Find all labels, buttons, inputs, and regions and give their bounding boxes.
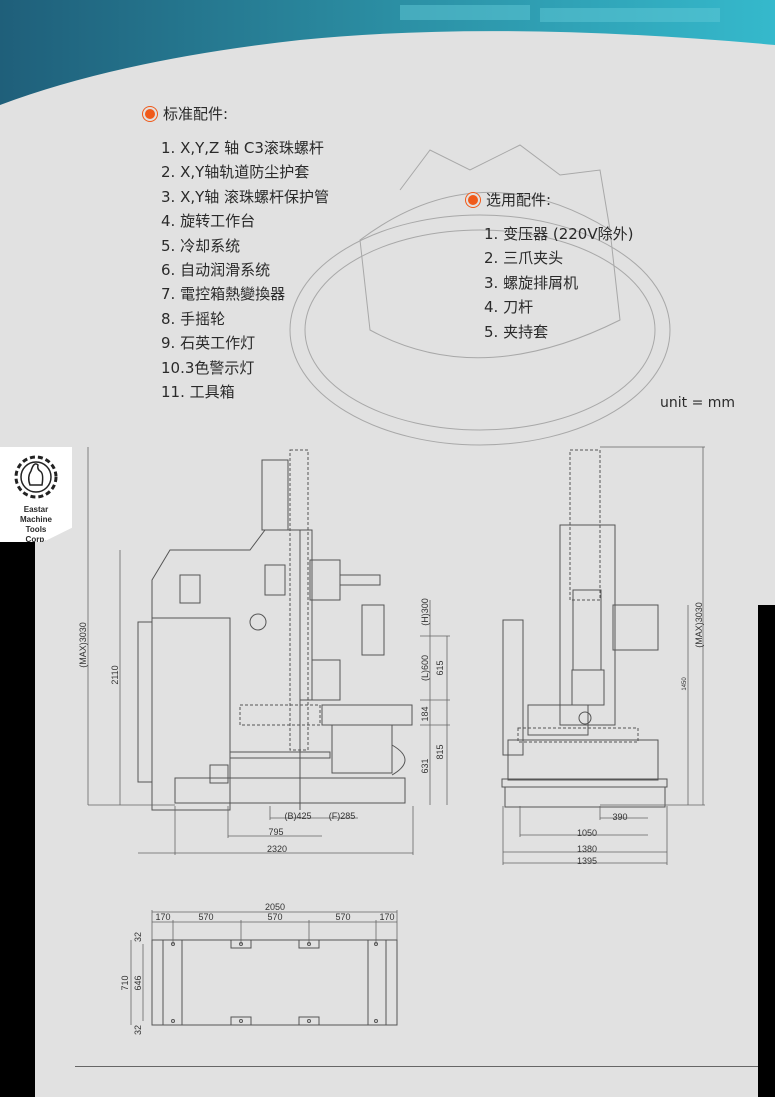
dim-foundation-total: 2050 <box>265 902 285 912</box>
dim-184: 184 <box>420 706 430 721</box>
dim-f-travel: (F)285 <box>329 811 356 821</box>
optional-accessories: 选用配件: 1. 变压器 (220V除外) 2. 三爪夹头 3. 螺旋排屑机 4… <box>468 189 633 344</box>
list-item: 5. 冷却系统 <box>161 236 241 255</box>
bullet-icon <box>468 194 478 205</box>
dim-foundation-inner: 646 <box>133 975 143 990</box>
list-item: 2. 三爪夹头 <box>484 249 564 268</box>
logo-line: Eastar <box>23 505 49 514</box>
list-item: 4. 旋转工作台 <box>161 212 256 231</box>
dim-segment: 570 <box>335 912 350 922</box>
footer-divider <box>75 1066 758 1067</box>
side-view-dimension-lines <box>87 447 450 855</box>
logo-line: Corp. <box>25 535 47 544</box>
list-item: 3. X,Y轴 滚珠螺杆保护管 <box>161 187 330 206</box>
list-item: 4. 刀杆 <box>484 298 534 317</box>
list-item: 2. X,Y轴轨道防尘护套 <box>161 163 310 182</box>
list-item: 10.3色警示灯 <box>161 358 255 377</box>
dim-615: 615 <box>435 660 445 675</box>
front-view-drawing <box>501 449 668 808</box>
list-item: 1. X,Y,Z 轴 C3滚珠螺杆 <box>161 139 324 157</box>
right-black-bar <box>758 605 775 1097</box>
dim-foundation-depth: 710 <box>120 975 130 990</box>
dim-795: 795 <box>268 827 283 837</box>
list-item: 6. 自动润滑系统 <box>161 260 271 279</box>
dim-side-width: 2320 <box>267 844 287 854</box>
logo-line: Tools <box>25 525 47 534</box>
list-item: 8. 手摇轮 <box>161 309 226 328</box>
list-item: 9. 石英工作灯 <box>161 334 256 353</box>
company-logo: Eastar Machine Tools Corp. <box>0 447 72 542</box>
dim-1380: 1380 <box>577 844 597 854</box>
foundation-dimension-lines <box>130 910 398 1025</box>
standard-title: 标准配件: <box>163 105 229 123</box>
foundation-plan-drawing <box>151 939 398 1026</box>
dim-foundation-bottom: 32 <box>133 1025 143 1035</box>
list-item: 7. 電控箱熱變換器 <box>161 285 286 304</box>
dim-segment: 570 <box>198 912 213 922</box>
front-view-dimension-lines <box>502 446 705 865</box>
dim-631: 631 <box>420 758 430 773</box>
thumb-gear-logo-icon <box>14 455 58 499</box>
dim-side-height: 2110 <box>110 665 120 684</box>
dim-1050: 1050 <box>577 828 597 838</box>
side-view-drawing <box>137 449 413 811</box>
header-banner <box>0 0 775 105</box>
dim-l-travel: (L)600 <box>420 655 430 681</box>
list-item: 11. 工具箱 <box>161 382 235 401</box>
dim-h-travel: (H)300 <box>420 598 430 626</box>
dim-segment: 170 <box>155 912 170 922</box>
dim-front-max-height: (MAX)3030 <box>694 602 704 648</box>
left-black-bar <box>0 542 35 1097</box>
optional-title: 选用配件: <box>486 191 552 209</box>
dim-foundation-top: 32 <box>133 932 143 942</box>
list-item: 5. 夹持套 <box>484 322 549 341</box>
dim-b-travel: (B)425 <box>284 811 311 821</box>
list-item: 3. 螺旋排屑机 <box>484 273 579 292</box>
dim-815: 815 <box>435 744 445 759</box>
dim-390: 390 <box>612 812 627 822</box>
background-part-sketch <box>289 144 671 446</box>
dim-segment: 170 <box>379 912 394 922</box>
bullet-icon <box>145 108 155 119</box>
logo-line: Machine <box>19 515 52 524</box>
dim-front-height: 1450 <box>682 677 688 691</box>
list-item: 1. 变压器 (220V除外) <box>484 225 634 243</box>
unit-label: unit = mm <box>660 395 736 411</box>
dim-1395: 1395 <box>577 856 597 866</box>
dim-side-max-height: (MAX)3030 <box>78 622 88 668</box>
standard-accessories: 标准配件: 1. X,Y,Z 轴 C3滚珠螺杆 2. X,Y轴轨道防尘护套 3.… <box>145 103 329 404</box>
dim-segment: 570 <box>267 912 282 922</box>
